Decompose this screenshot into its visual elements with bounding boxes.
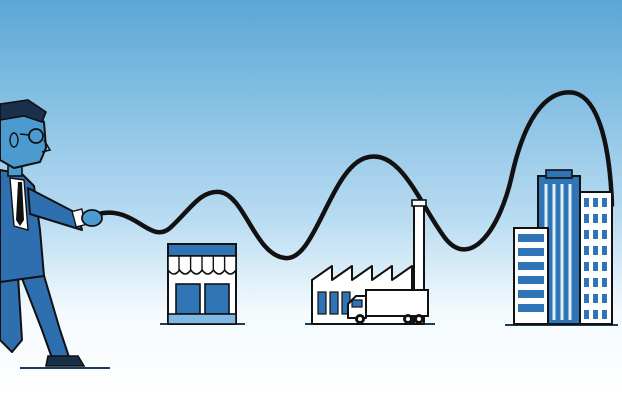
businessman xyxy=(0,99,103,367)
office-towers xyxy=(513,169,613,325)
shop-building xyxy=(167,243,237,325)
delivery-truck xyxy=(347,289,429,324)
rope xyxy=(95,90,615,261)
